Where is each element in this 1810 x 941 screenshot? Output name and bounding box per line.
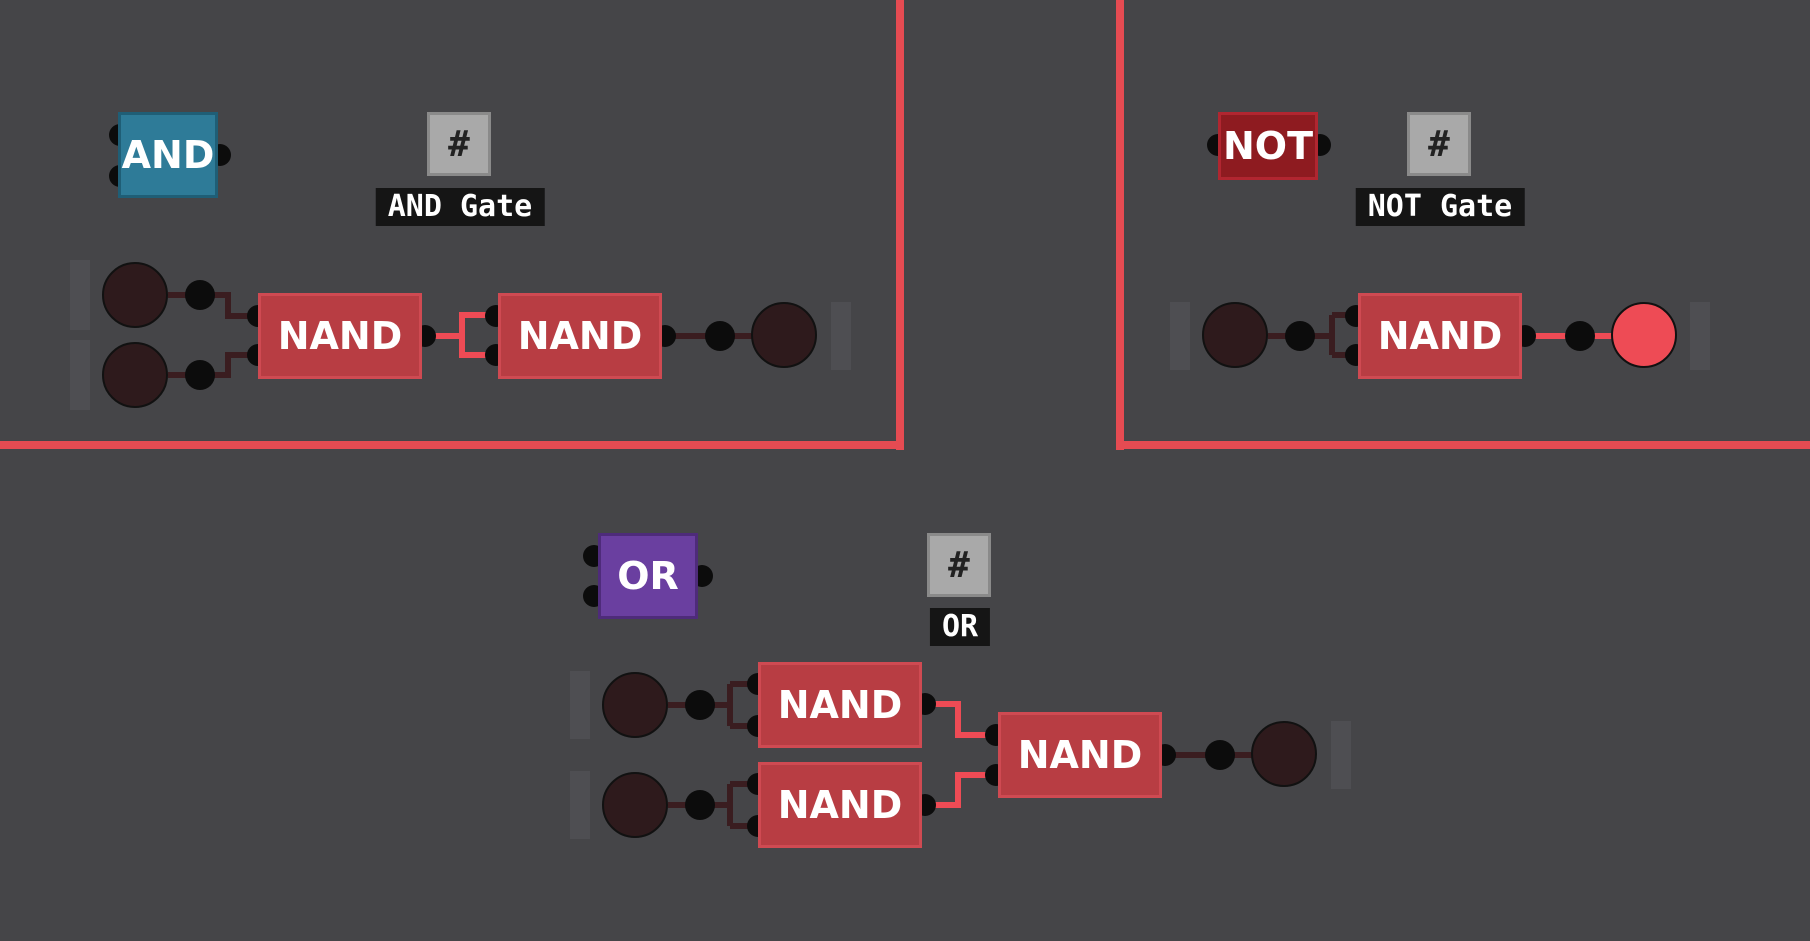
or-input2-toggle[interactable] — [602, 772, 668, 838]
not-pin-out[interactable] — [1565, 321, 1595, 351]
and-input1-handle[interactable] — [70, 260, 90, 330]
and-input2-handle[interactable] — [70, 340, 90, 410]
or-nand-gate-1[interactable]: NAND — [758, 662, 922, 748]
not-input-toggle[interactable] — [1202, 302, 1268, 368]
not-chip-label: NOT — [1222, 124, 1314, 168]
not-pin-in[interactable] — [1285, 321, 1315, 351]
or-pin-in1[interactable] — [685, 690, 715, 720]
and-nand-gate-2[interactable]: NAND — [498, 293, 662, 379]
or-input2-handle[interactable] — [570, 771, 590, 839]
or-output-indicator — [1251, 721, 1317, 787]
or-chip-label: OR — [617, 554, 679, 598]
or-pin-in2[interactable] — [685, 790, 715, 820]
and-pin-in2[interactable] — [185, 360, 215, 390]
and-output-indicator — [751, 302, 817, 368]
not-section-title: NOT Gate — [1355, 188, 1525, 226]
or-nand-gate-3[interactable]: NAND — [998, 712, 1162, 798]
not-chip[interactable]: NOT — [1218, 112, 1318, 180]
not-hash-label: # — [1428, 123, 1450, 165]
not-nand-gate[interactable]: NAND — [1358, 293, 1522, 379]
and-input1-toggle[interactable] — [102, 262, 168, 328]
or-nand-gate-1-label: NAND — [777, 683, 903, 727]
not-output-indicator — [1611, 302, 1677, 368]
not-output-handle[interactable] — [1690, 302, 1710, 370]
and-wire-mid — [422, 312, 500, 339]
or-hash-label: # — [948, 544, 970, 586]
or-input1-handle[interactable] — [570, 671, 590, 739]
or-wire-mid1 — [922, 701, 1000, 738]
not-input-handle[interactable] — [1170, 302, 1190, 370]
or-nand-gate-2-label: NAND — [777, 783, 903, 827]
and-nand-gate-1-label: NAND — [277, 314, 403, 358]
and-output-handle[interactable] — [831, 302, 851, 370]
or-nand-gate-3-label: NAND — [1017, 733, 1143, 777]
and-pin-in1[interactable] — [185, 280, 215, 310]
and-nand-gate-2-label: NAND — [517, 314, 643, 358]
and-input2-toggle[interactable] — [102, 342, 168, 408]
or-output-handle[interactable] — [1331, 721, 1351, 789]
or-pin-out[interactable] — [1205, 740, 1235, 770]
and-chip[interactable]: AND — [118, 112, 218, 198]
and-section-title: AND Gate — [375, 188, 545, 226]
and-nand-gate-1[interactable]: NAND — [258, 293, 422, 379]
or-wire-mid2 — [922, 772, 1000, 808]
and-section-border-bottom — [0, 441, 904, 449]
not-section-border-bottom — [1116, 441, 1810, 449]
and-hash-button[interactable]: # — [427, 112, 491, 176]
and-chip-label: AND — [121, 133, 215, 177]
and-section-border-right — [896, 0, 904, 450]
or-nand-gate-2[interactable]: NAND — [758, 762, 922, 848]
or-input1-toggle[interactable] — [602, 672, 668, 738]
not-section-border-left — [1116, 0, 1124, 450]
and-hash-label: # — [448, 123, 470, 165]
or-hash-button[interactable]: # — [927, 533, 991, 597]
not-hash-button[interactable]: # — [1407, 112, 1471, 176]
or-section-title: OR — [929, 608, 991, 646]
or-chip[interactable]: OR — [598, 533, 698, 619]
not-nand-gate-label: NAND — [1377, 314, 1503, 358]
and-pin-out[interactable] — [705, 321, 735, 351]
